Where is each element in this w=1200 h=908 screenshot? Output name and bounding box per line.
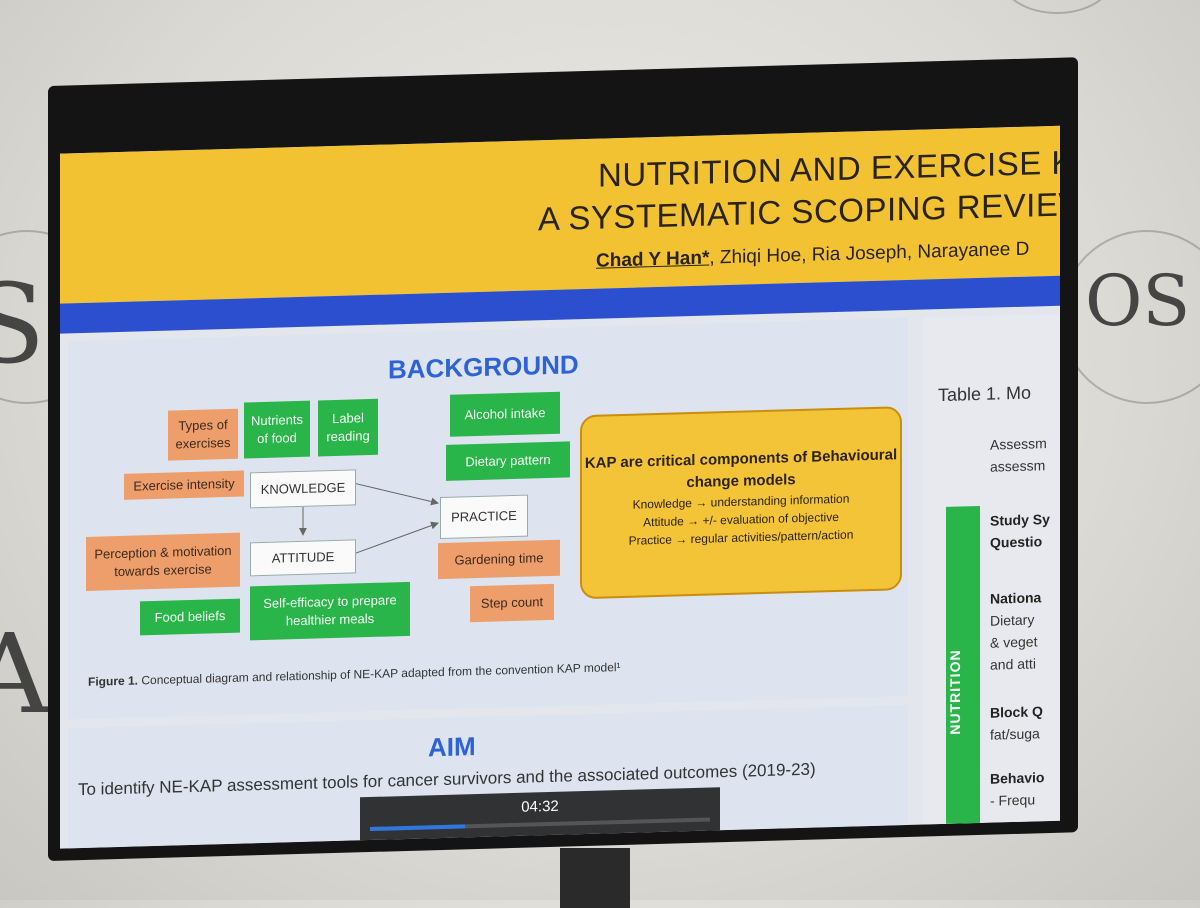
diagram-arrows <box>299 482 439 554</box>
video-overlay[interactable]: 04:32 <box>360 787 720 842</box>
table-row: Study Sy Questio <box>990 508 1050 554</box>
background-section: BACKGROUND Types of exercises Nutrients … <box>68 317 908 720</box>
step-count-box: Step count <box>470 583 554 623</box>
video-progress-fill <box>370 824 466 832</box>
food-beliefs-box: Food beliefs <box>140 598 240 636</box>
other-authors: , Zhiqi Hoe, Ria Joseph, Narayanee D <box>709 238 1030 269</box>
video-timestamp: 04:32 <box>521 797 559 816</box>
label-reading-box: Label reading <box>318 398 378 457</box>
table-row2-line3: & veget <box>990 633 1038 651</box>
types-of-exercises-box: Types of exercises <box>168 408 238 461</box>
table-row3-line1: Block Q <box>990 703 1043 721</box>
table-row: Behavio - Frequ <box>990 766 1044 812</box>
table-row1-line2: Questio <box>990 533 1043 551</box>
kap-callout: KAP are critical components of Behaviour… <box>580 406 902 600</box>
nutrients-of-food-box: Nutrients of food <box>244 400 310 459</box>
poster-title-line1: NUTRITION AND EXERCISE KNOW <box>598 141 1060 194</box>
table-row2-line4: and atti <box>990 655 1036 673</box>
dietary-pattern-box: Dietary pattern <box>446 441 570 481</box>
table-header-cell: Assessm assessm <box>990 432 1047 478</box>
table-header-line1: Assessm <box>990 435 1047 453</box>
poster-screen: NUTRITION AND EXERCISE KNOW A SYSTEMATIC… <box>60 125 1060 849</box>
table-title: Table 1. Mo <box>938 382 1032 406</box>
self-efficacy-box: Self-efficacy to prepare healthier meals <box>250 581 410 641</box>
table-row: Nationa Dietary & veget and atti <box>990 586 1041 675</box>
poster-authors: Chad Y Han*, Zhiqi Hoe, Ria Joseph, Nara… <box>596 239 1029 273</box>
video-progress-bar[interactable] <box>370 817 710 832</box>
table-row2-line1: Nationa <box>990 589 1042 607</box>
nutrition-side-label: NUTRITION <box>947 649 963 735</box>
wall-globe-top <box>1000 0 1114 14</box>
table-header-line2: assessm <box>990 457 1046 475</box>
monitor: NUTRITION AND EXERCISE KNOW A SYSTEMATIC… <box>48 57 1078 862</box>
table-row4-line1: Behavio <box>990 769 1045 787</box>
gardening-time-box: Gardening time <box>438 539 560 580</box>
alcohol-intake-box: Alcohol intake <box>450 391 560 437</box>
monitor-stand <box>560 848 630 908</box>
table-section: Table 1. Mo Assessm assessm NUTRITION St… <box>922 313 1060 825</box>
table-row2-line2: Dietary <box>990 611 1035 629</box>
figure-label: Figure 1. <box>88 673 139 689</box>
table-row3-line2: fat/suga <box>990 725 1040 743</box>
table-row1-line1: Study Sy <box>990 511 1050 529</box>
table-row4-line2: - Frequ <box>990 791 1036 809</box>
poster-header: NUTRITION AND EXERCISE KNOW A SYSTEMATIC… <box>60 125 1060 304</box>
attitude-box: ATTITUDE <box>250 539 356 577</box>
practice-box: PRACTICE <box>440 494 528 540</box>
table-row: Block Q fat/suga <box>990 700 1043 745</box>
exercise-intensity-box: Exercise intensity <box>124 470 244 500</box>
perception-motivation-box: Perception & motivation towards exercise <box>86 532 240 591</box>
aim-heading: AIM <box>428 731 476 763</box>
knowledge-box: KNOWLEDGE <box>250 469 356 509</box>
wall-logo-right: OS <box>1085 260 1191 342</box>
main-author: Chad Y Han* <box>596 247 710 272</box>
